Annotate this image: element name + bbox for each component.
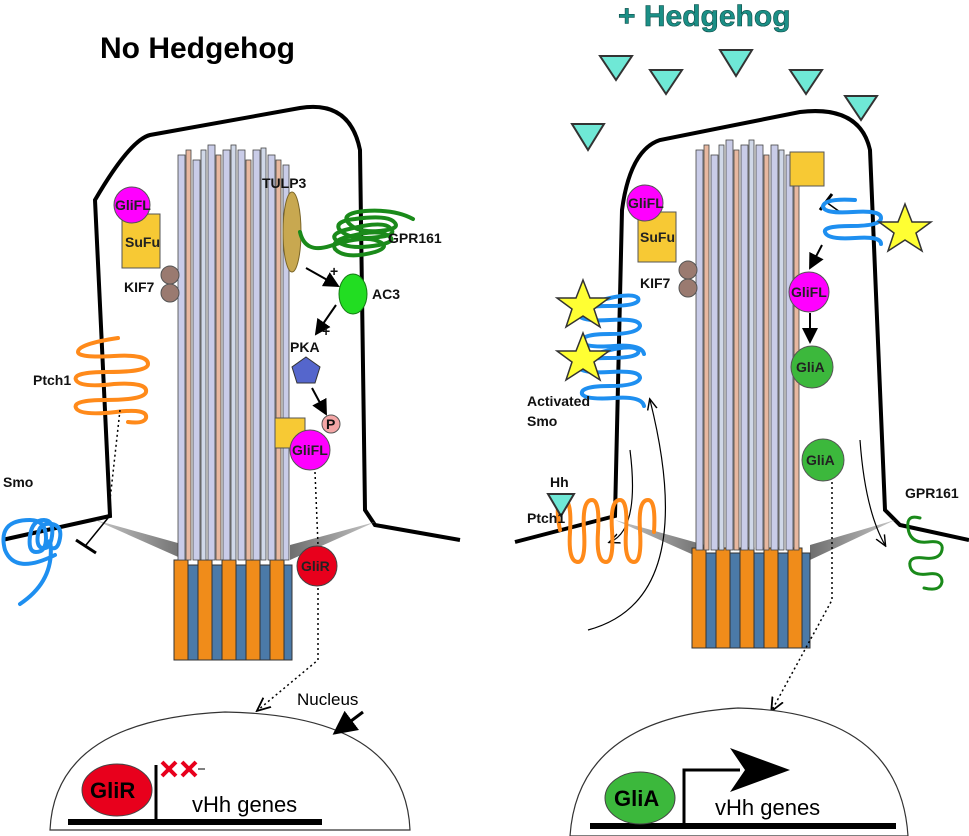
- smo-entry-arrow: [587, 400, 666, 631]
- ptch1-inhibit-bar: [75, 538, 97, 555]
- pka-to-glifl-arrow: [311, 387, 327, 416]
- tulp3-label: TULP3: [262, 175, 307, 191]
- activated-smo-label-2: Smo: [527, 413, 557, 429]
- glifl-label-right: GliFL: [628, 195, 664, 211]
- glifl-to-glir-dotted: [314, 471, 319, 546]
- kif7-label: KIF7: [124, 279, 155, 295]
- smo-receptor: [1, 517, 63, 606]
- glifl-phospho-label: GliFL: [292, 442, 328, 458]
- kif7-head-2: [160, 283, 180, 303]
- gpr161-receptor-right: [906, 515, 944, 591]
- cilium-membrane: [1, 104, 461, 542]
- left-panel: SuFu GliFL KIF7 TULP3 GPR161 AC3 + + PKA…: [1, 104, 461, 831]
- axoneme-right: [695, 139, 800, 551]
- genes-label: vHh genes: [192, 792, 297, 817]
- hh-ligand-3: [718, 49, 754, 78]
- transition-fibers-right-right: [810, 520, 895, 560]
- glir-circle: [296, 545, 338, 587]
- phosphate-label: P: [326, 416, 335, 432]
- glia-circle-1: [790, 345, 834, 389]
- transition-fibers-left: [95, 520, 185, 560]
- block-x-icon: [160, 760, 198, 778]
- pka-pentagon: [291, 356, 321, 384]
- glifl-circle-right: [626, 184, 664, 222]
- glia-nucleus-label: GliA: [614, 786, 659, 811]
- gpr161-exit-arrow: [859, 439, 885, 545]
- gpr161-receptor: [298, 208, 415, 258]
- glir-to-nucleus-dotted: [258, 588, 319, 710]
- glir-nucleus-label: GliR: [90, 778, 135, 803]
- plus-sign-1: +: [330, 263, 338, 279]
- basal-body: [173, 559, 293, 661]
- ptch1-inhibit-line: [85, 517, 109, 546]
- glia-circle-2: [801, 438, 845, 482]
- cilium-membrane-right: [514, 109, 969, 544]
- ac3-label: AC3: [372, 286, 400, 302]
- left-panel-title: No Hedgehog: [100, 32, 295, 65]
- glifl-phospho-circle: [289, 429, 331, 471]
- glir-label: GliR: [301, 558, 330, 574]
- activated-smo-tip: [820, 197, 884, 246]
- glifl-mid-circle: [788, 271, 830, 313]
- ptch1-receptor-right: [555, 497, 657, 565]
- smo-label: Smo: [3, 474, 33, 490]
- ptch1-inhibit-dotted: [107, 409, 121, 519]
- ptch1-receptor: [73, 336, 151, 425]
- glifl-label: GliFL: [115, 197, 151, 213]
- star-icon-1: [554, 277, 612, 329]
- ptch1-exit-arrow: [610, 449, 634, 542]
- nucleus-label: Nucleus: [297, 690, 358, 709]
- gpr161-to-ac3-arrow: [305, 267, 340, 287]
- sufu-box-tip: [789, 151, 825, 187]
- hh-ligand-bound: [546, 493, 576, 518]
- ac3-ellipse: [338, 273, 368, 315]
- star-icon-tip: [876, 201, 934, 253]
- gpr161-label: GPR161: [388, 230, 442, 246]
- activated-smo-label-1: Activated: [527, 393, 590, 409]
- hh-ligand-1: [598, 55, 634, 82]
- star-icon-2: [554, 330, 612, 382]
- axoneme: [177, 144, 290, 561]
- glia-label-1: GliA: [796, 359, 825, 375]
- kif7-head-1: [160, 265, 180, 285]
- hh-ligand-2: [648, 69, 684, 96]
- genes-label-right: vHh genes: [715, 795, 820, 820]
- right-panel-title: + Hedgehog: [618, 0, 791, 33]
- glia-to-nucleus-dotted: [772, 482, 833, 710]
- sufu-label-right: SuFu: [640, 229, 675, 245]
- hh-ligands: [570, 49, 879, 152]
- hh-ligand-6: [570, 123, 606, 152]
- ac3-to-pka-arrow: [314, 304, 337, 336]
- transcription-arrowhead: [730, 748, 790, 792]
- hh-ligand-4: [788, 69, 824, 96]
- kif7-head-1-right: [678, 260, 698, 280]
- kif7-label-right: KIF7: [640, 275, 671, 291]
- activated-smo-1: [575, 293, 646, 356]
- gpr161-label-right: GPR161: [905, 485, 959, 501]
- glir-nucleus-ellipse: [81, 763, 153, 817]
- glifl-circle: [113, 186, 151, 224]
- ptch1-label-right: Ptch1: [527, 510, 565, 526]
- tip-to-glifl-arrow: [809, 244, 824, 270]
- nucleus-pointer-arrow: [332, 710, 364, 735]
- pka-label: PKA: [290, 339, 320, 355]
- sufu-label: SuFu: [125, 234, 160, 250]
- hh-label: Hh: [550, 474, 569, 490]
- glifl-mid-label: GliFL: [791, 284, 827, 300]
- transition-fibers-left-right: [615, 520, 705, 560]
- basal-body-right: [691, 547, 811, 649]
- ptch1-label: Ptch1: [33, 372, 71, 388]
- plus-sign-2: +: [322, 323, 330, 339]
- kif7-head-2-right: [678, 278, 698, 298]
- glia-nucleus-ellipse: [604, 771, 676, 825]
- right-panel: SuFu GliFL KIF7 GliFL GliA GliA Activate…: [514, 49, 969, 836]
- activated-smo-2: [575, 345, 646, 408]
- hh-ligand-5: [843, 95, 879, 122]
- glia-label-2: GliA: [806, 452, 835, 468]
- phosphate-circle: [321, 414, 341, 434]
- promoter-activation-arrow: [682, 768, 740, 824]
